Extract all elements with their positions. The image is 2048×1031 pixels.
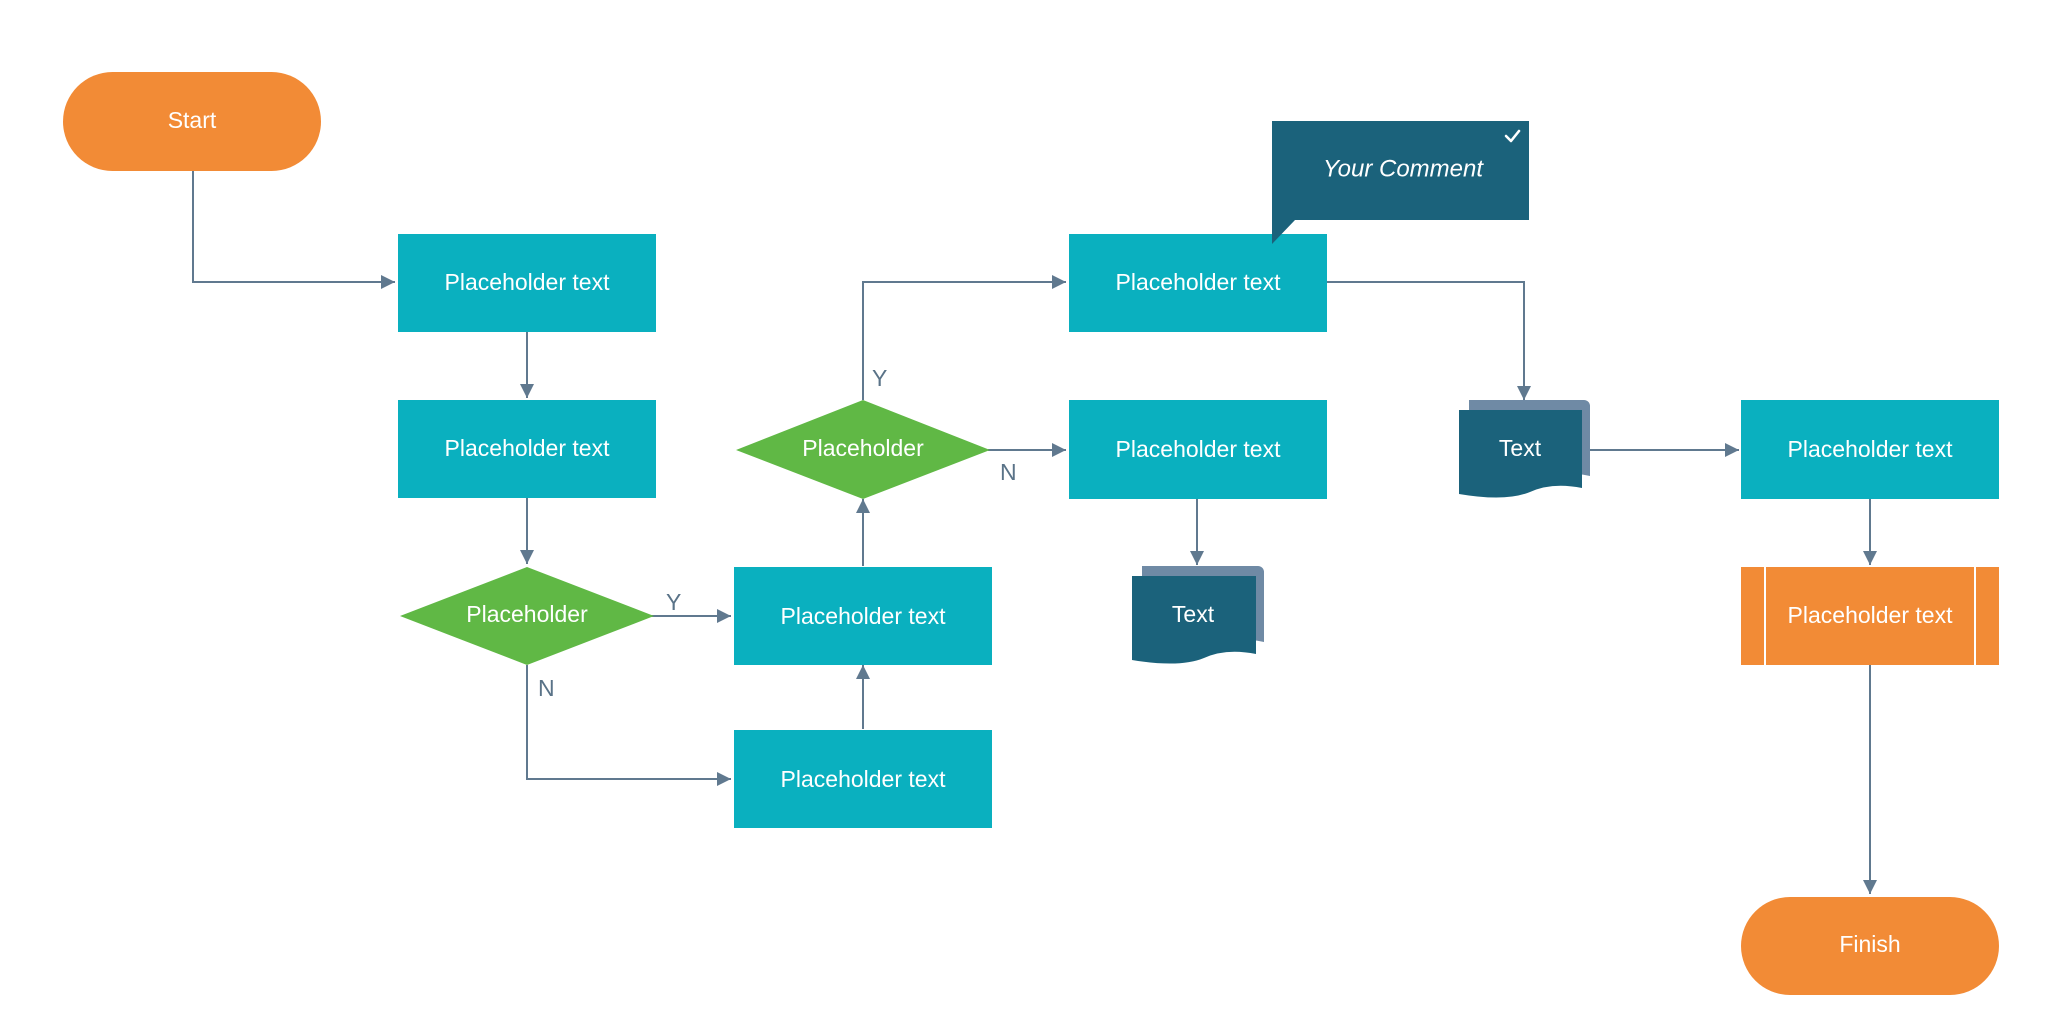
edge-label-d2-no: N [1000, 459, 1017, 485]
subprocess-box[interactable]: Placeholder text [1741, 567, 1999, 665]
edge-label-d1-no: N [538, 675, 555, 701]
process-box-5-label: Placeholder text [1116, 269, 1282, 295]
decision-diamond-2-label: Placeholder [802, 435, 924, 461]
decision-diamond-1[interactable]: Placeholder [400, 567, 654, 665]
process-box-7-label: Placeholder text [1788, 436, 1954, 462]
edge-label-d1-yes: Y [666, 589, 681, 615]
start-label: Start [168, 107, 217, 133]
process-box-3-label: Placeholder text [781, 603, 947, 629]
comment-bubble [1272, 121, 1529, 244]
edge-label-d2-yes: Y [872, 365, 887, 391]
edge-d2-to-p5[interactable] [862, 275, 1066, 400]
decision-diamond-1-label: Placeholder [466, 601, 588, 627]
document-shape-1-label: Text [1172, 601, 1215, 627]
process-box-4[interactable]: Placeholder text [734, 730, 992, 828]
document-shape-2-front [1459, 410, 1582, 498]
edge-labels: Y N Y N [538, 365, 1017, 701]
decision-diamond-2[interactable]: Placeholder [736, 400, 990, 499]
process-box-4-label: Placeholder text [781, 766, 947, 792]
document-shape-1[interactable]: Text [1132, 566, 1264, 664]
comment-text: Your Comment [1323, 155, 1484, 182]
process-box-6[interactable]: Placeholder text [1069, 400, 1327, 499]
comment-callout[interactable]: Your Comment [1272, 121, 1529, 244]
finish-terminal[interactable]: Finish [1741, 897, 1999, 995]
document-shape-1-front [1132, 576, 1256, 664]
document-shape-2[interactable]: Text [1459, 400, 1590, 498]
process-box-2[interactable]: Placeholder text [398, 400, 656, 498]
subprocess-box-label: Placeholder text [1788, 602, 1954, 628]
start-terminal[interactable]: Start [63, 72, 321, 171]
edge-p5-to-doc2[interactable] [1327, 281, 1531, 400]
finish-label: Finish [1839, 931, 1900, 957]
checkmark-icon[interactable] [1504, 129, 1521, 143]
edge-start-to-p1[interactable] [192, 171, 395, 289]
process-box-7[interactable]: Placeholder text [1741, 400, 1999, 499]
process-box-2-label: Placeholder text [445, 435, 611, 461]
edge-d1-to-p4[interactable] [526, 665, 731, 786]
process-box-6-label: Placeholder text [1116, 436, 1282, 462]
connectors [192, 171, 1877, 894]
process-box-5[interactable]: Placeholder text [1069, 234, 1327, 332]
process-box-1-label: Placeholder text [445, 269, 611, 295]
document-shape-2-label: Text [1499, 435, 1542, 461]
process-box-3[interactable]: Placeholder text [734, 567, 992, 665]
process-box-1[interactable]: Placeholder text [398, 234, 656, 332]
